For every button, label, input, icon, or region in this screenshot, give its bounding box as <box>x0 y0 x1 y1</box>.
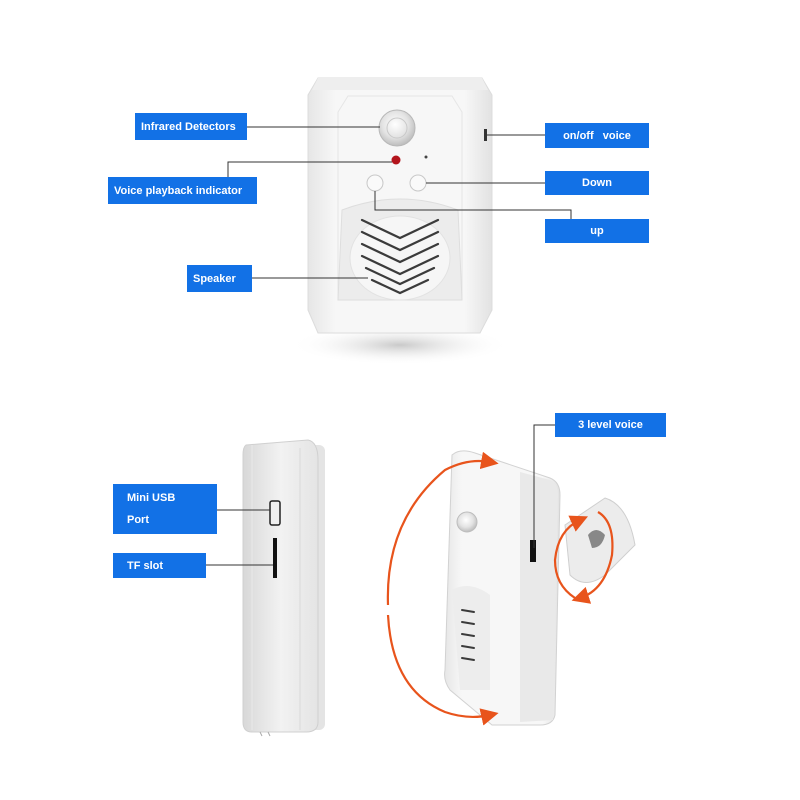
label-voice-playback-indicator: Voice playback indicator <box>108 177 257 204</box>
label-tf-slot: TF slot <box>113 553 206 578</box>
label-three-level-voice: 3 level voice <box>555 413 666 437</box>
on-off-switch[interactable] <box>484 129 487 141</box>
leader-line-level <box>533 424 555 548</box>
infrared-lens <box>378 109 416 147</box>
label-on-off-voice: on/off voice <box>545 123 649 148</box>
down-button[interactable] <box>409 174 427 192</box>
angled-device <box>444 450 636 726</box>
indicator-led <box>391 155 401 165</box>
side-device <box>242 439 325 737</box>
rotation-arrows <box>386 451 614 726</box>
label-speaker: Speaker <box>187 265 252 292</box>
speaker-grille <box>360 218 440 295</box>
tf-slot <box>273 538 277 578</box>
label-infrared-detectors: Infrared Detectors <box>135 113 247 140</box>
label-down: Down <box>545 171 649 195</box>
label-up: up <box>545 219 649 243</box>
leader-lines-side <box>206 509 273 566</box>
mini-usb-port <box>269 500 281 526</box>
up-button[interactable] <box>366 174 384 192</box>
front-device <box>290 77 510 365</box>
level-switch[interactable] <box>530 540 536 562</box>
